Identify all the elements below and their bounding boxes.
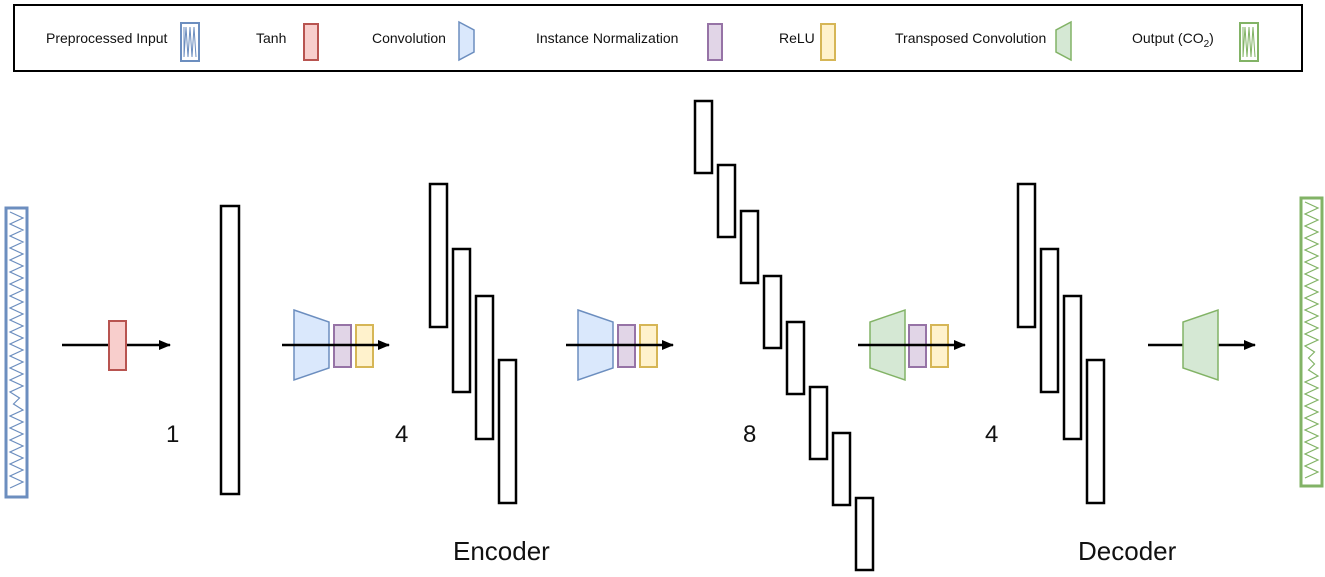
instance-normalization-icon	[707, 23, 723, 61]
transposed-convolution-icon	[1055, 20, 1072, 62]
legend-frame	[13, 4, 1303, 72]
encoder-label: Encoder	[453, 536, 550, 566]
transposed-convolution-block	[1182, 308, 1219, 382]
legend-label-tanh: Tanh	[256, 30, 286, 46]
output-signal-icon	[1239, 22, 1259, 62]
channel-count-stage-4: 4	[985, 421, 998, 448]
encoder-conv-block-2	[566, 308, 674, 382]
tanh-block	[108, 320, 127, 371]
legend-label-convolution: Convolution	[372, 30, 446, 46]
legend-label-relu: ReLU	[779, 30, 815, 46]
feature-map-stage-1	[219, 204, 241, 496]
tanh-icon	[303, 23, 319, 61]
decoder-transposed-conv-block-2	[1148, 308, 1256, 382]
preprocessed-input-signal	[4, 206, 29, 499]
legend-label-preprocessed-input: Preprocessed Input	[46, 30, 168, 46]
encoder-conv-block-1	[282, 308, 390, 382]
feature-map-stage-2	[428, 182, 518, 505]
channel-count-stage-3: 8	[743, 421, 756, 448]
channel-count-stage-2: 4	[395, 421, 408, 448]
decoder-label: Decoder	[1078, 536, 1177, 566]
feature-map-stage-4	[1016, 182, 1106, 505]
channel-count-stage-1: 1	[166, 421, 179, 448]
feature-map-stage-3	[693, 99, 875, 572]
preprocessed-input-signal-icon	[180, 22, 200, 62]
output-co2-signal	[1299, 196, 1324, 488]
decoder-transposed-conv-block-1	[858, 308, 966, 382]
convolution-icon	[458, 20, 475, 62]
legend: Preprocessed Input Tanh Convolution Inst…	[13, 4, 1303, 72]
legend-label-output: Output (CO2)	[1132, 30, 1214, 50]
relu-icon	[820, 23, 836, 61]
legend-label-transposed-convolution: Transposed Convolution	[895, 30, 1046, 46]
legend-label-instance-normalization: Instance Normalization	[536, 30, 678, 46]
